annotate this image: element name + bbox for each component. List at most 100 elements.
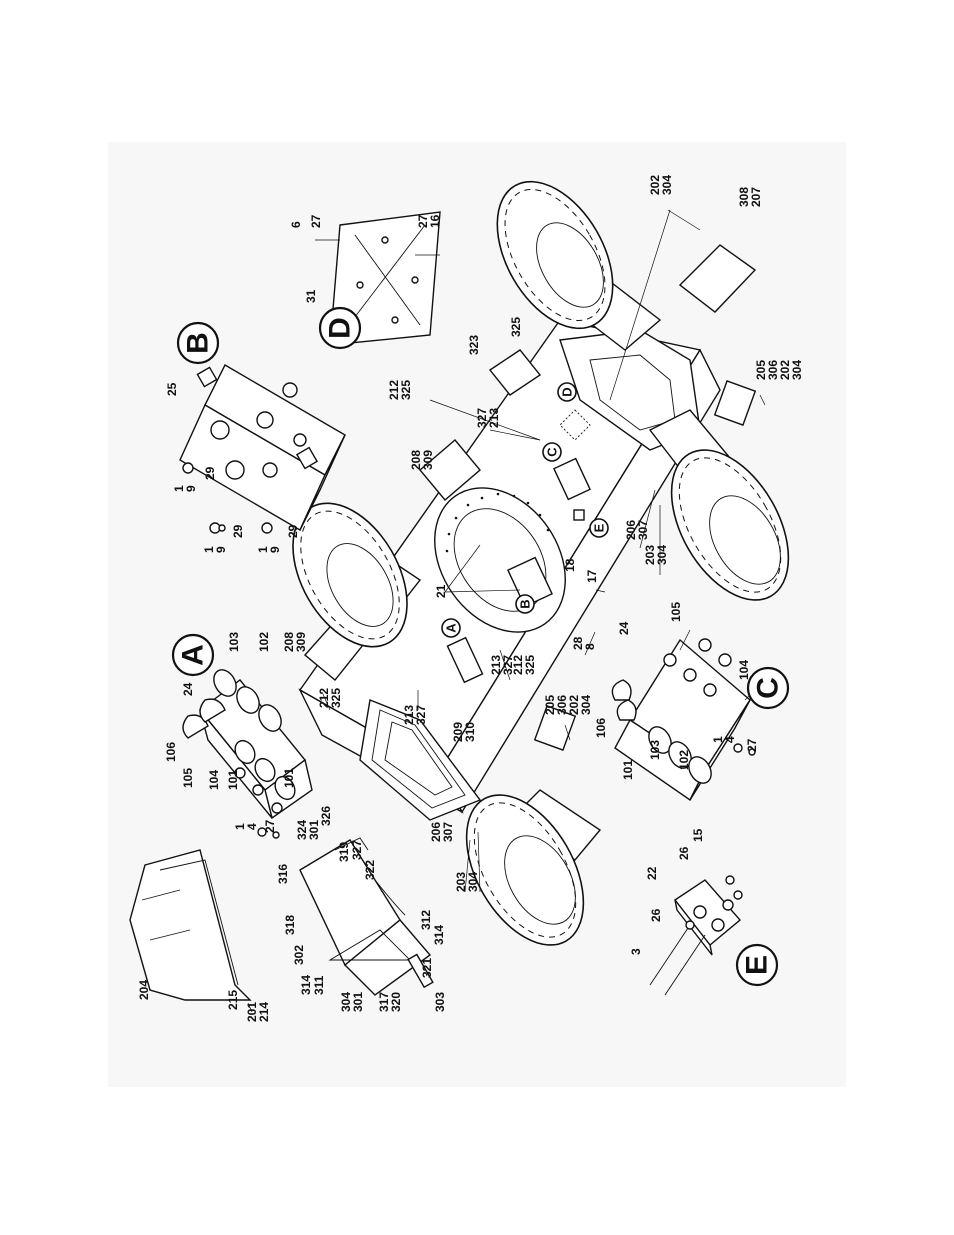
part-callout: 27 — [745, 738, 759, 752]
part-callout: 314 — [432, 925, 446, 945]
part-callout: 8 — [583, 643, 597, 650]
bearing-holes — [445, 492, 550, 553]
part-callout: 312 — [419, 910, 433, 930]
part-callout: 1 — [202, 546, 216, 553]
hood-cover — [129, 849, 253, 1013]
part-callout: 9 — [268, 546, 282, 553]
view-marker-circle — [318, 306, 362, 350]
part-callout: 306 — [766, 360, 780, 380]
view-marker-letter: E — [592, 523, 607, 532]
part-callout: 101 — [226, 770, 240, 790]
part-callout: 304 — [339, 992, 353, 1012]
manifold-b — [179, 364, 346, 534]
view-marker-circle — [515, 594, 535, 614]
part-callout: 214 — [257, 1002, 271, 1022]
view-marker-letter: A — [444, 623, 459, 633]
part-callout: 205 — [754, 360, 768, 380]
part-callout: 101 — [621, 760, 635, 780]
part-callout: 321 — [420, 958, 434, 978]
view-marker-b-ref: B — [515, 594, 535, 614]
view-marker-circle — [746, 666, 790, 710]
part-callout: 325 — [509, 317, 523, 337]
tire-rear-left — [496, 180, 614, 330]
part-callout: 106 — [164, 742, 178, 762]
part-callout: 310 — [463, 722, 477, 742]
part-callout: 17 — [585, 569, 599, 583]
part-callout: 104 — [207, 770, 221, 790]
part-callout: 304 — [466, 872, 480, 892]
part-callout: 208 — [409, 450, 423, 470]
part-callout: 301 — [351, 992, 365, 1012]
part-callout: 29 — [231, 524, 245, 538]
part-callout: 322 — [363, 860, 377, 880]
part-callout: 306 — [555, 695, 569, 715]
part-callout: 303 — [433, 992, 447, 1012]
part-callout: 105 — [181, 768, 195, 788]
part-callout: 4 — [723, 736, 737, 743]
part-callout: 105 — [669, 602, 683, 622]
part-callout: 203 — [643, 545, 657, 565]
part-callout: 314 — [299, 975, 313, 995]
part-callout: 320 — [389, 992, 403, 1012]
part-callout: 213 — [487, 408, 501, 428]
part-callout: 9 — [184, 485, 198, 492]
view-marker-circle — [542, 442, 562, 462]
part-callout: 206 — [429, 822, 443, 842]
part-callout: 26 — [677, 846, 691, 860]
part-callout: 304 — [655, 545, 669, 565]
part-callout: 207 — [749, 187, 763, 207]
part-callout: 327 — [475, 408, 489, 428]
part-callout: 27 — [263, 819, 277, 833]
part-callout: 25 — [165, 382, 179, 396]
part-callout: 21 — [434, 584, 448, 598]
view-marker-a-ref: A — [441, 618, 461, 638]
view-marker-a-main: A — [171, 633, 215, 677]
view-marker-d-main: D — [318, 306, 362, 350]
part-callout: 327 — [350, 840, 364, 860]
view-marker-e-ref: E — [589, 518, 609, 538]
view-marker-circle — [171, 633, 215, 677]
part-callout: 325 — [329, 688, 343, 708]
part-callout: 103 — [648, 740, 662, 760]
view-marker-circle — [441, 618, 461, 638]
part-callout: 302 — [292, 945, 306, 965]
part-callout: 26 — [649, 908, 663, 922]
view-marker-letter: C — [545, 447, 560, 457]
part-callout: 212 — [317, 688, 331, 708]
part-callout: 104 — [737, 660, 751, 680]
view-marker-b-main: B — [176, 321, 220, 365]
part-callout: 202 — [778, 360, 792, 380]
block-e — [649, 875, 743, 996]
part-callout: 27 — [416, 214, 430, 228]
part-callout: 319 — [337, 842, 351, 862]
view-marker-letter: A — [177, 644, 210, 666]
part-callout: 202 — [567, 695, 581, 715]
part-callout: 324 — [295, 820, 309, 840]
part-callout: 206 — [624, 520, 638, 540]
part-callout: 316 — [276, 864, 290, 884]
part-callout: 327 — [414, 705, 428, 725]
part-callout: 215 — [226, 990, 240, 1010]
part-callout: 325 — [523, 655, 537, 675]
view-marker-letter: D — [324, 317, 357, 339]
part-callout: 1 — [233, 823, 247, 830]
part-callout: 27 — [309, 214, 323, 228]
part-callout: 307 — [441, 822, 455, 842]
part-callout: 101 — [282, 768, 296, 788]
panel-assembly — [299, 837, 434, 996]
part-callout: 304 — [660, 175, 674, 195]
view-marker-letter: B — [182, 332, 215, 354]
part-callout: 202 — [648, 175, 662, 195]
valve-cartridges-c — [648, 638, 732, 784]
part-callout: 311 — [312, 975, 326, 995]
part-callout: 4 — [245, 823, 259, 830]
part-callout: 213 — [489, 655, 503, 675]
part-callout: 309 — [294, 632, 308, 652]
part-callout: 204 — [137, 980, 151, 1000]
part-callout: 205 — [543, 695, 557, 715]
leader-lines — [321, 209, 766, 893]
part-callout: 106 — [594, 718, 608, 738]
part-callout: 201 — [245, 1002, 259, 1022]
